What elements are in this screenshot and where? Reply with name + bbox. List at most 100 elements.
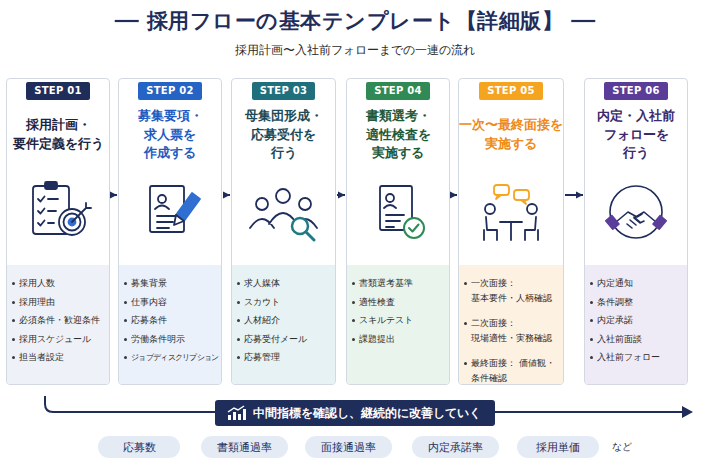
step-number: STEP 02 — [146, 82, 194, 100]
candidates-icon — [256, 198, 268, 210]
chart-icon — [228, 406, 244, 412]
plan-icon — [33, 182, 91, 235]
posting-icon — [158, 195, 166, 203]
step-detail-list: 採用人数採用理由必須条件・歓迎条件採用スケジュール担当者設定 — [7, 265, 109, 384]
step-number: STEP 05 — [487, 82, 535, 100]
step-arrow — [337, 194, 345, 196]
posting-icon — [150, 186, 200, 232]
detail-item: 一次面接： 基本要件・人柄確認 — [471, 276, 561, 306]
metric-name: 採用単価 — [533, 436, 583, 458]
step-arrow — [565, 194, 583, 196]
offer-icon — [606, 216, 619, 230]
candidates-icon — [250, 189, 317, 240]
step-heading: 内定・入社前 フォローを 行う — [591, 107, 681, 163]
chart-icon — [233, 412, 236, 420]
detail-item: 条件調整 — [597, 295, 685, 310]
detail-item: 仕事内容 — [131, 295, 219, 310]
offer-icon — [606, 186, 667, 238]
detail-item: ジョブディスクリプション — [131, 350, 219, 365]
detail-item: 課題提出 — [359, 332, 447, 347]
plan-icon — [48, 199, 58, 223]
step-card: 募集要項・ 求人票を 作成する STEP 02 募集背景仕事内容応募条件労働条件明示… — [118, 78, 222, 385]
chart-icon — [238, 414, 241, 420]
step-arrow — [451, 194, 457, 196]
step-heading: 一次〜最終面接を 実施する — [459, 116, 563, 153]
step-number: STEP 01 — [34, 82, 82, 100]
screening-icon — [409, 225, 419, 232]
offer-icon — [653, 216, 666, 230]
interview-icon — [484, 217, 497, 240]
step-number: STEP 06 — [612, 82, 660, 100]
title-rule — [115, 20, 139, 22]
step-badge: STEP 06 — [604, 82, 668, 100]
metric-pill: 内定承諾率 — [412, 436, 499, 458]
detail-item: 内定通知 — [597, 276, 685, 291]
offer-icon — [627, 217, 640, 228]
step-detail-list: 書類選考基準適性検査スキルテスト課題提出 — [347, 265, 449, 384]
step-card: 書類選考・ 適性検査を 実施する STEP 04 書類選考基準適性検査スキルテスト課… — [346, 78, 450, 385]
metric-name: 応募数 — [114, 436, 164, 458]
step-detail-list: 募集背景仕事内容応募条件労働条件明示ジョブディスクリプション — [119, 265, 221, 384]
metric-pill: 採用単価 — [517, 436, 599, 458]
candidates-icon — [276, 189, 290, 203]
detail-item: 人材紹介 — [244, 313, 333, 328]
step-heading: 母集団形成・ 応募受付を 行う — [239, 107, 329, 163]
detail-item: 最終面接： 価値観・条件確認 — [471, 356, 561, 386]
detail-item: 入社前フォロー — [597, 350, 685, 365]
detail-item: 二次面接： 現場適性・実務確認 — [471, 316, 561, 346]
step-arrow — [223, 194, 230, 196]
interview-icon — [494, 185, 509, 195]
interview-icon — [496, 195, 501, 199]
posting-icon — [174, 215, 184, 225]
posting-icon — [150, 186, 184, 232]
detail-item: 求人媒体 — [244, 276, 333, 291]
detail-item: 募集背景 — [131, 276, 219, 291]
step-badge: STEP 05 — [479, 82, 543, 100]
detail-item: 採用人数 — [19, 276, 107, 291]
title-rule — [571, 20, 595, 22]
step-number: STEP 04 — [374, 82, 422, 100]
step-card: 一次〜最終面接を 実施する STEP 05 一次面接： 基本要件・人柄確認二次面接：… — [458, 78, 564, 385]
screening-icon — [404, 218, 424, 238]
detail-item: 労働条件明示 — [131, 332, 219, 347]
chart-icon — [228, 415, 231, 420]
metric-pill: 面接通過率 — [305, 436, 392, 458]
step-badge: STEP 04 — [366, 82, 430, 100]
detail-item: 適性検査 — [359, 295, 447, 310]
step-number: STEP 03 — [260, 82, 308, 100]
step-heading: 募集要項・ 求人票を 作成する — [122, 107, 218, 163]
step-badge: STEP 02 — [138, 82, 202, 100]
metric-name: 内定承諾率 — [428, 436, 483, 458]
detail-item: 書類選考基準 — [359, 276, 447, 291]
detail-item: スキルテスト — [359, 313, 447, 328]
step-detail-list: 求人媒体スカウト人材紹介応募受付メール応募管理 — [232, 265, 335, 384]
interview-icon — [500, 222, 522, 240]
chart-icon — [228, 406, 246, 420]
detail-item: 採用スケジュール — [19, 332, 107, 347]
detail-item: 採用理由 — [19, 295, 107, 310]
detail-item: 応募管理 — [244, 350, 333, 365]
metric-name: 面接通過率 — [321, 436, 376, 458]
diagram-title: 採用フローの基本テンプレート【詳細版】 — [147, 6, 564, 36]
plan-icon — [38, 197, 45, 226]
step-arrow — [111, 194, 117, 196]
detail-item: 入社前面談 — [597, 332, 685, 347]
detail-item: 必須条件・歓迎条件 — [19, 313, 107, 328]
note-text: など — [612, 440, 632, 454]
posting-icon — [155, 206, 169, 210]
interview-icon — [525, 217, 538, 240]
screening-icon — [386, 194, 394, 202]
detail-item: スカウト — [244, 295, 333, 310]
step-card: 採用計画・ 要件定義を行う STEP 01 採用人数採用理由必須条件・歓迎条件採用ス… — [6, 78, 110, 385]
chart-icon — [227, 405, 247, 421]
detail-item: 内定承諾 — [597, 313, 685, 328]
metric-pill: 応募数 — [98, 436, 180, 458]
detail-item: 応募条件 — [131, 313, 219, 328]
offer-icon — [610, 186, 662, 238]
improvement-banner: 中間指標を確認し、継続的に改善していく — [215, 400, 495, 426]
diagram-subtitle: 採用計画〜入社前フォローまでの一連の流れ — [0, 42, 710, 58]
step-heading: 書類選考・ 適性検査を 実施する — [350, 107, 446, 163]
screening-icon — [380, 186, 424, 238]
step-badge: STEP 03 — [252, 82, 316, 100]
step-heading: 採用計画・ 要件定義を行う — [10, 116, 106, 153]
